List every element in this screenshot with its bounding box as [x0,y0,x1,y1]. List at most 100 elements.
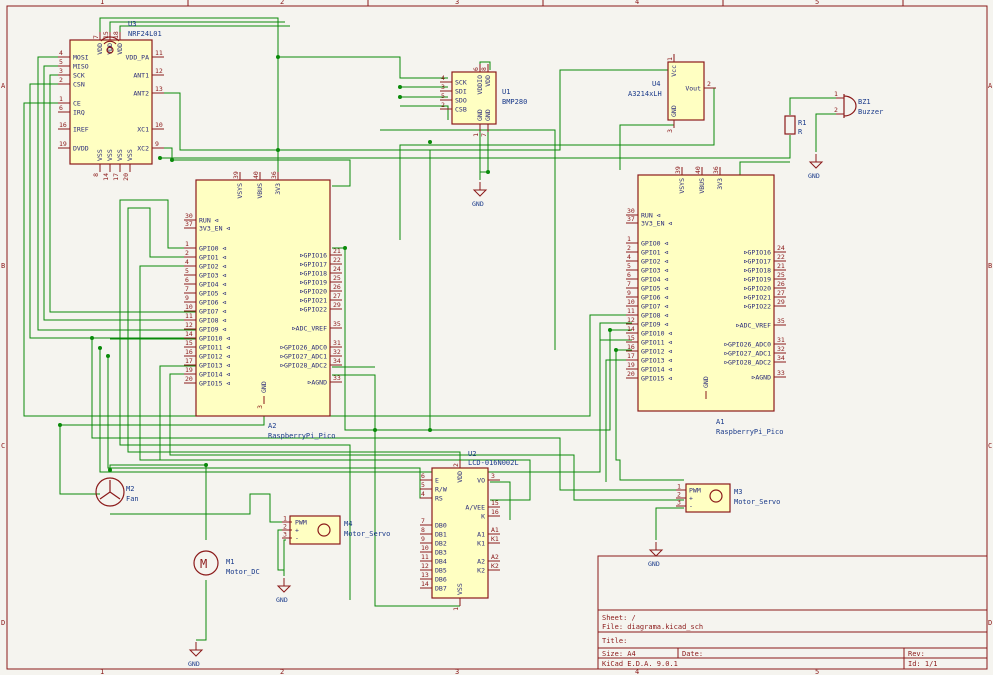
svg-text:3: 3 [455,0,459,6]
u2-a2-pin-num: A2 [491,553,499,561]
u1-value: BMP280 [502,98,527,106]
component-r1-resistor[interactable]: R1 R [784,115,806,136]
pico-gpio9-pin-label: GPIO9 ⊲ [199,326,226,334]
component-u2-lcd[interactable]: 6E5R/W4RS7DB08DB19DB210DB311DB412DB513DB… [420,450,519,611]
u2-vdd-pin-num: 2 [452,463,460,467]
pico-gpio4-pin-num: 6 [185,276,189,284]
pico-gpio14-pin-label: GPIO14 ⊲ [199,371,230,379]
servo-pin-label: PWM [295,519,307,527]
pico-gpio13-pin-label: GPIO13 ⊲ [199,362,230,370]
u3-vdd-pin-label: VDD [96,43,104,55]
pico-gpio17-pin-num: 22 [777,253,785,261]
u3-mosi-pin-num: 4 [59,49,63,57]
pico-gpio7-pin-num: 10 [185,303,193,311]
pico-gpio2-pin-label: GPIO2 ⊲ [641,258,668,266]
u1-sck-pin-label: SCK [455,79,467,87]
pico-gpio17-pin-label: ⊳GPIO17 [744,258,771,266]
pico-gpio6-pin-label: GPIO6 ⊲ [199,299,226,307]
pico-gpio11-pin-num: 15 [185,339,193,347]
pico-gpio16-pin-label: ⊳GPIO16 [744,249,771,257]
u2-value: LCD-016N002L [468,459,519,467]
pico-adc_vref-pin-label: ⊳ADC_VREF [736,322,771,330]
title-block: Sheet: / File: diagrama.kicad_sch Title:… [597,555,988,670]
u2-rs-pin-num: 4 [421,490,425,498]
u1-gnd-pin-label: GND [484,109,492,121]
pico-gpio8-pin-label: GPIO8 ⊲ [199,317,226,325]
pico-adc_vref-pin-num: 35 [333,320,341,328]
u2-vo-pin-label: VO [477,477,485,485]
u3-ce-pin-num: 1 [59,95,63,103]
u2-k2-pin-label: K2 [477,567,485,575]
pico-gpio14-pin-num: 19 [627,361,635,369]
u1-ref: U1 [502,88,510,96]
u2-db3-pin-label: DB3 [435,549,447,557]
a1-ref: A1 [716,418,724,426]
pico-gpio7-pin-label: GPIO7 ⊲ [199,308,226,316]
u1-vdd-pin-num: 8 [480,67,488,71]
wire-junction [373,428,377,432]
pico-gpio3-pin-label: GPIO3 ⊲ [199,272,226,280]
pico-gpio26_adc0-pin-num: 31 [333,339,341,347]
component-m2-fan[interactable]: M2 Fan [95,477,139,507]
u2-r/w-pin-label: R/W [435,486,447,494]
u1-gnd-pin-num: 1 [472,133,480,137]
u3-sck-pin-num: 3 [59,67,63,75]
pico-gpio5-pin-num: 7 [627,280,631,288]
pico-gpio15-pin-num: 20 [627,370,635,378]
r1-ref: R1 [798,119,806,127]
u1-sdi-pin-num: 3 [441,83,445,91]
u1-sdo-pin-num: 5 [441,92,445,100]
u3-vdd-pin-label: VDD [106,43,114,55]
svg-text:2: 2 [834,106,838,114]
pico-gpio14-pin-num: 19 [185,366,193,374]
pico-gpio9-pin-num: 12 [185,321,193,329]
u2-db1-pin-num: 8 [421,526,425,534]
gnd-label: GND [276,596,288,604]
wire-junction [343,246,347,250]
u4-vout-pin-label: Vout [685,85,701,93]
svg-text:B: B [1,262,5,270]
u4-vcc-pin-num: 1 [666,57,674,61]
u4-ref: U4 [652,80,660,88]
pico-gpio22-pin-label: ⊳GPIO22 [300,306,327,314]
pico-vbus-pin-label: VBUS [256,183,264,199]
pico-gpio4-pin-label: GPIO4 ⊲ [199,281,226,289]
component-u3-nrf24l01[interactable]: 4MOSI5MISO3SCK2CSN1CE6IRQ16IREF19DVDD11V… [58,20,164,181]
svg-text:1: 1 [100,668,104,675]
pico-gpio5-pin-label: GPIO5 ⊲ [641,285,668,293]
component-m1-motor-dc[interactable]: M M1 Motor_DC [193,550,260,576]
u1-csb-pin-label: CSB [455,106,467,114]
pico-gpio10-pin-label: GPIO10 ⊲ [641,330,672,338]
wire-junction [276,148,280,152]
pico-gpio4-pin-num: 6 [627,271,631,279]
pico-gnd-pin-label: GND [260,381,268,393]
gnd-label: GND [808,172,820,180]
pico-gpio26_adc0-pin-label: ⊳GPIO26_ADC0 [280,344,327,352]
u2-db2-pin-label: DB2 [435,540,447,548]
u4-vout-pin-num: 2 [707,80,711,88]
servo-pin-num: 2 [283,523,287,531]
gnd-symbol: GND [188,642,204,668]
pico-gpio2-pin-num: 4 [627,253,631,261]
component-bz1-buzzer[interactable]: 1 2 BZ1 Buzzer [834,90,883,118]
u3-vdd-pin-num: 7 [92,35,100,39]
pico-run-pin-label: RUN ⊲ [641,212,661,220]
servo-pin-num: 3 [677,499,681,507]
pico-gpio1-pin-num: 2 [627,244,631,252]
wire-junction [106,354,110,358]
u3-irq-pin-label: IRQ [73,109,85,117]
u2-db2-pin-num: 9 [421,535,425,543]
u3-iref-pin-label: IREF [73,126,89,134]
svg-text:A: A [1,82,6,90]
pico-gpio6-pin-num: 9 [185,294,189,302]
u1-sdi-pin-label: SDI [455,88,467,96]
u3-ce-pin-label: CE [73,100,81,108]
u3-ref: U3 [128,20,136,28]
